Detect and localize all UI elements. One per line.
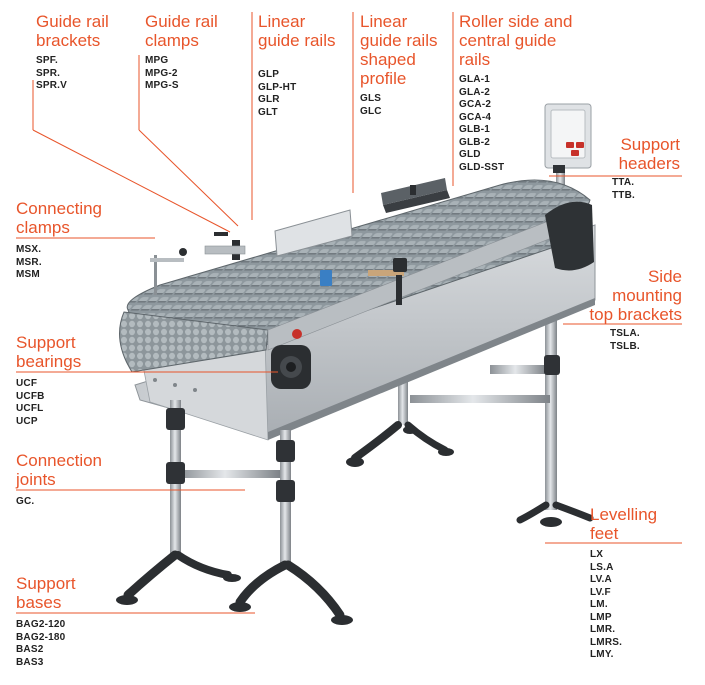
product-code: SPR. [36, 67, 61, 79]
product-code: TSLA. [610, 328, 640, 339]
conveyor-frame [134, 224, 596, 441]
product-code: GCA-4 [459, 111, 492, 123]
product-code: BAG2-120 [16, 619, 66, 630]
product-code: MSR. [16, 256, 42, 268]
product-code: LX [590, 549, 604, 560]
callout-side-mounting-top-brackets: Side mounting top brackets TSLA.TSLB. [575, 267, 682, 353]
product-code: MSM [16, 269, 40, 280]
product-code: LMY. [590, 649, 614, 660]
product-code: UCFB [16, 390, 45, 402]
callout-title: Connection joints [16, 451, 103, 489]
product-code: LMP [590, 611, 612, 623]
callout-title: Guide rail clamps [145, 12, 218, 50]
callout-title: Linear guide rails shaped profile [360, 12, 438, 88]
product-code: LV.F [590, 586, 611, 598]
callout-title: Support headers [618, 135, 680, 173]
callout-title: Connecting clamps [16, 199, 103, 237]
product-code: UCF [16, 378, 38, 389]
product-code: MPG-2 [145, 67, 178, 79]
product-code: GLC [360, 105, 382, 117]
callout-title: Side mounting top brackets [589, 267, 682, 324]
product-code: LS.A [590, 561, 614, 573]
callout-guide-rail-brackets: Guide rail brackets SPF.SPR.SPR.V [36, 12, 109, 93]
callout-title: Roller side and central guide rails [459, 12, 573, 69]
product-code: GLB-2 [459, 136, 490, 148]
product-code: LMR. [590, 624, 616, 635]
front-stand [116, 400, 353, 625]
product-code: TTB. [612, 189, 636, 201]
product-code: GLR [258, 94, 280, 105]
product-code: GLP [258, 69, 280, 80]
product-code: GLP-HT [258, 81, 297, 93]
callout-roller-side-central-guide-rails: Roller side and central guide rails GLA-… [459, 12, 572, 174]
callout-codes: TSLA.TSLB. [575, 328, 682, 353]
product-code: MPG [145, 55, 169, 66]
callout-codes: GC. [16, 496, 102, 509]
conveyor-belt [119, 179, 594, 373]
product-code: BAS2 [16, 644, 44, 655]
product-code: UCFL [16, 403, 44, 414]
leader-lines [16, 12, 682, 614]
product-code: BAG2-180 [16, 631, 66, 643]
front-panel-bolts [153, 378, 197, 392]
product-code: GC. [16, 496, 35, 507]
product-code: SPF. [36, 55, 58, 66]
callout-codes: SPF.SPR.SPR.V [36, 55, 109, 93]
support-bearing [271, 329, 311, 389]
product-code: BAS3 [16, 656, 44, 668]
product-code: UCP [16, 415, 38, 427]
callout-title: Levelling feet [590, 505, 658, 543]
callout-connection-joints: Connection joints GC. [16, 451, 102, 509]
product-code: GLA-1 [459, 74, 490, 85]
callout-title: Guide rail brackets [36, 12, 109, 50]
product-code: LMRS. [590, 636, 623, 648]
product-code: GLB-1 [459, 124, 490, 135]
product-code: GLD [459, 149, 481, 160]
product-code: LM. [590, 599, 608, 610]
guide-rails [150, 178, 450, 305]
product-code: MPG-S [145, 80, 179, 91]
product-code: TTA. [612, 177, 635, 188]
callout-support-headers: Support headers TTA.TTB. [600, 135, 680, 202]
callout-title: Support bearings [16, 333, 82, 371]
product-code: MSX. [16, 244, 42, 255]
product-code: LV.A [590, 574, 612, 585]
product-code: GLD-SST [459, 161, 505, 173]
product-code: SPR.V [36, 80, 68, 91]
product-code: TSLB. [610, 340, 640, 352]
callout-codes: TTA.TTB. [600, 177, 680, 202]
callout-connecting-clamps: Connecting clamps MSX.MSR.MSM [16, 199, 102, 282]
callout-title: Linear guide rails [258, 12, 336, 50]
product-code: GLT [258, 106, 278, 118]
product-code: GCA-2 [459, 99, 492, 110]
product-code: GLA-2 [459, 86, 490, 98]
callout-codes: MSX.MSR.MSM [16, 244, 102, 282]
product-code: GLS [360, 93, 382, 104]
callout-title: Support bases [16, 574, 76, 612]
